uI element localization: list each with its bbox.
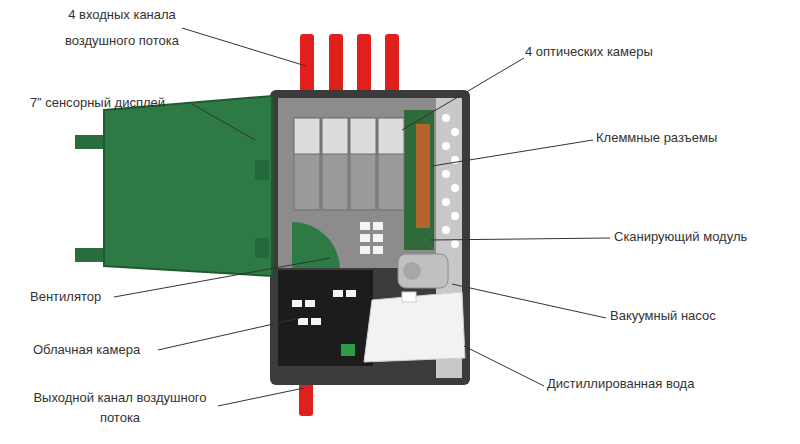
callout-label: 4 оптических камеры <box>525 43 695 61</box>
leader-line <box>182 28 306 66</box>
vent-hole <box>451 212 459 220</box>
connector <box>305 300 315 307</box>
connector <box>360 222 370 230</box>
green-connector <box>341 344 355 356</box>
callout-label: Клеммные разъемы <box>596 129 756 147</box>
water-tank <box>364 292 465 362</box>
fan <box>292 222 340 268</box>
connector <box>333 290 343 297</box>
housing <box>270 90 470 385</box>
vent-hole <box>442 226 450 234</box>
terminal-strip <box>416 124 430 228</box>
connector <box>373 246 383 254</box>
optical-chamber-top <box>294 118 320 154</box>
leader-line <box>192 104 255 140</box>
connector <box>373 234 383 242</box>
leader-line <box>158 318 300 350</box>
connector <box>346 290 356 297</box>
pump-cap <box>403 262 421 280</box>
callout-label: Выходной канал воздушного потока <box>20 388 220 428</box>
callout-label: Вентилятор <box>30 288 130 306</box>
connector <box>360 234 370 242</box>
callout-label: Дистиллированная вода <box>547 375 747 393</box>
optical-chamber-top <box>350 118 376 154</box>
optical-chamber-top <box>322 118 348 154</box>
tank-cap <box>402 292 416 302</box>
leader-line <box>464 346 544 386</box>
door-latch <box>255 160 269 180</box>
leader-line <box>430 238 610 240</box>
connector <box>373 222 383 230</box>
input-pipe <box>385 34 399 96</box>
vent-hole <box>442 170 450 178</box>
leader-line <box>402 58 524 130</box>
door-latch <box>255 238 269 258</box>
vent-hole <box>442 114 450 122</box>
vent-hole <box>442 198 450 206</box>
connector <box>360 246 370 254</box>
callout-label: Сканирующий модуль <box>614 228 794 246</box>
vacuum-pump <box>398 254 448 288</box>
optical-chamber-top <box>378 118 404 154</box>
leader-line <box>218 388 304 406</box>
leader-line <box>114 258 330 297</box>
optical-chamber <box>378 118 404 210</box>
optical-chamber <box>350 118 376 210</box>
touch-display-door <box>104 96 272 276</box>
vent-hole <box>451 240 459 248</box>
optical-chamber <box>294 118 320 210</box>
connector <box>298 318 308 325</box>
cloud-chamber <box>278 270 373 366</box>
optical-chamber <box>322 118 348 210</box>
callout-label: Вакуумный насос <box>610 307 770 325</box>
vent-hole <box>442 142 450 150</box>
vent-hole <box>451 128 459 136</box>
callout-label: 4 входных канала воздушного потока <box>52 2 192 54</box>
input-pipe <box>329 34 343 96</box>
connector <box>311 318 321 325</box>
callout-label: Облачная камера <box>33 341 173 359</box>
leader-line <box>432 140 593 166</box>
callout-label: 7” сенсорный дисплей <box>30 94 200 112</box>
vent-hole <box>451 184 459 192</box>
input-pipe <box>357 34 371 96</box>
pcb-board <box>404 110 434 250</box>
connector <box>292 300 302 307</box>
upper-bay <box>278 98 462 268</box>
leader-line <box>452 284 606 318</box>
